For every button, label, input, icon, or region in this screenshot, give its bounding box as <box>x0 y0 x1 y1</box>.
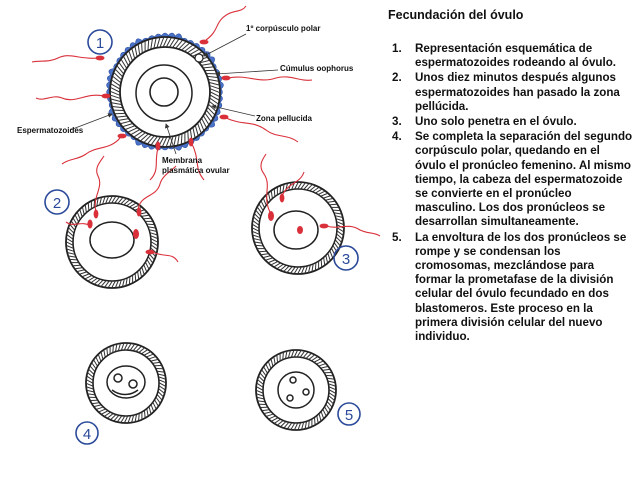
step-number: 1. <box>392 42 402 56</box>
ovum-nucleus <box>107 366 145 398</box>
zona-hatch-line <box>188 131 189 141</box>
label-zona-pellucida: Zona pellucida <box>256 114 312 124</box>
step-number: 4. <box>392 130 402 144</box>
zona-hatch-line <box>274 189 275 196</box>
zona-hatch-line <box>142 43 143 53</box>
step-number: 3. <box>392 115 402 129</box>
zona-hatch-line <box>259 251 266 252</box>
label-cumulus-oophorus: Cúmulus oophorus <box>280 64 353 74</box>
ovum-nucleus <box>150 78 178 106</box>
zona-hatch-line <box>256 245 263 246</box>
zona-hatch-line <box>333 210 340 211</box>
zona-hatch-line <box>70 259 77 260</box>
step-number: 5. <box>392 231 402 245</box>
step-item: 2. Unos diez minutos después algunos espe… <box>388 71 633 114</box>
zona-hatch-line <box>280 186 281 193</box>
zona-hatch-line <box>315 418 316 425</box>
zona-hatch-line <box>147 224 154 225</box>
step-text: La envoltura de los dos pronúcleos se ro… <box>415 231 626 343</box>
zona-hatch-line <box>321 260 322 267</box>
zona-hatch-line <box>315 263 316 270</box>
polar-body <box>195 54 203 62</box>
steps-list: 1. Representación esquemática de espermat… <box>388 42 633 344</box>
label-membrane-line2: plasmática ovular <box>162 166 230 176</box>
step-text: Se completa la separación del segundo co… <box>415 130 632 228</box>
stage-3-ovum <box>252 154 380 274</box>
stage-3-number: 3 <box>342 251 350 268</box>
stage-1-number: 1 <box>96 35 104 52</box>
ovum-nucleus <box>90 222 134 258</box>
zona-hatch-line <box>330 204 337 205</box>
description-panel: Fecundación del óvulo 1. Representación e… <box>388 8 633 345</box>
label-spermatozoa: Espermatozoides <box>17 126 83 136</box>
zona-hatch-line <box>107 348 108 355</box>
step-item: 4. Se completa la separación del segundo … <box>388 130 633 229</box>
panel-title: Fecundación del óvulo <box>388 8 633 22</box>
zona-hatch-line <box>277 355 278 362</box>
zona-hatch-line <box>145 411 146 418</box>
zona-hatch-line <box>135 274 136 281</box>
step-text: Unos diez minutos después algunos esperm… <box>415 71 620 112</box>
zona-hatch-line <box>283 353 284 360</box>
zona-hatch-line <box>144 218 151 219</box>
zona-hatch-line <box>139 414 140 421</box>
stage-2-number: 2 <box>53 195 61 212</box>
step-text: Representación esquemática de espermatoz… <box>415 42 616 69</box>
label-membrane-line1: Membrana <box>162 156 202 166</box>
step-text: Uno solo penetra en el óvulo. <box>415 115 577 128</box>
step-item: 1. Representación esquemática de espermat… <box>388 42 633 70</box>
step-item: 3. Uno solo penetra en el óvulo. <box>388 115 633 129</box>
zona-hatch-line <box>113 346 114 353</box>
zona-hatch-line <box>88 203 89 210</box>
zona-hatch-line <box>73 265 80 266</box>
stage-2-ovum <box>45 156 178 288</box>
step-number: 2. <box>392 71 402 85</box>
step-item: 5. La envoltura de los dos pronúcleos se … <box>388 231 633 345</box>
label-polar-body: 1º corpúsculo polar <box>246 24 321 34</box>
stage-5-number: 5 <box>345 407 353 424</box>
zona-hatch-line <box>309 421 310 428</box>
zona-hatch-line <box>129 277 130 284</box>
fertilization-diagram: 1 2 3 4 5 1º corpúsculo polar Cúmulus oo… <box>0 0 385 480</box>
zona-hatch-line <box>148 40 149 50</box>
zona-hatch-line <box>94 200 95 207</box>
ovum-nucleus <box>274 211 318 249</box>
zona-hatch-line <box>181 134 182 144</box>
stage-4-number: 4 <box>83 426 91 443</box>
